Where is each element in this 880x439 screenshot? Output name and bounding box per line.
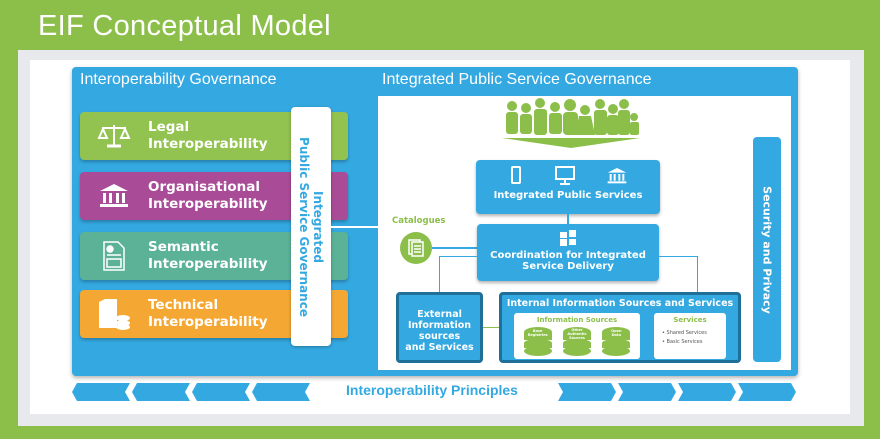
- mobile-icon: [511, 166, 521, 184]
- panel-title: Information Sources: [536, 316, 618, 324]
- security-label: Security and Privacy: [760, 185, 774, 314]
- service-item: • Basic Services: [662, 339, 703, 345]
- layer-subtitle: Interoperability: [148, 196, 268, 212]
- label-line: sources: [418, 331, 461, 342]
- principles-right-arrows: [558, 383, 798, 405]
- server-icon: [80, 298, 148, 330]
- connector-line: [567, 214, 569, 224]
- catalogues-label: Catalogues: [392, 216, 446, 226]
- layer-subtitle: Interoperability: [148, 256, 268, 272]
- computer-icon: [555, 166, 575, 185]
- db-label: Registries: [527, 333, 548, 337]
- puzzle-icon: [560, 230, 576, 246]
- connector-line: [483, 327, 499, 328]
- building-icon: [80, 183, 148, 209]
- document-icon: [80, 241, 148, 271]
- box-label-line1: Coordination for Integrated: [490, 250, 646, 261]
- services-panel: Services • Shared Services • Basic Servi…: [654, 313, 726, 359]
- bar-label-line1: Integrated: [311, 190, 325, 263]
- internal-sources-box: Internal Information Sources and Service…: [499, 292, 741, 363]
- connector-line: [432, 247, 477, 249]
- db-label: Data: [611, 333, 621, 337]
- layer-title: Organisational: [148, 179, 260, 195]
- panel-title: Services: [673, 316, 707, 324]
- interoperability-principles-label: Interoperability Principles: [346, 382, 518, 398]
- box-title: Internal Information Sources and Service…: [506, 298, 734, 309]
- integrated-public-services-box: Integrated Public Services: [476, 160, 660, 214]
- db-label: Base: [532, 329, 543, 333]
- service-label: Shared Services: [666, 330, 707, 336]
- connector-line: [439, 256, 477, 257]
- box-label-line2: Service Delivery: [522, 261, 614, 272]
- service-label: Basic Services: [666, 339, 703, 345]
- connector-line: [331, 226, 378, 228]
- connector-line: [697, 256, 698, 292]
- interoperability-governance-header: Interoperability Governance: [80, 71, 277, 88]
- box-label: Integrated Public Services: [493, 190, 643, 201]
- service-item: • Shared Services: [662, 330, 707, 336]
- layer-title: Technical: [148, 297, 219, 313]
- coordination-box: Coordination for Integrated Service Deli…: [477, 224, 659, 281]
- principles-left-arrows: [72, 383, 312, 405]
- building-icon: [607, 168, 627, 184]
- db-label: Open: [611, 329, 622, 333]
- connector-line: [659, 256, 697, 257]
- layer-subtitle: Interoperability: [148, 314, 268, 330]
- layer-subtitle: Interoperability: [148, 136, 268, 152]
- page-title: EIF Conceptual Model: [38, 10, 331, 42]
- bar-label-line2: Public Service Governance: [297, 136, 311, 317]
- layer-title: Legal: [148, 119, 190, 135]
- layer-title: Semantic: [148, 239, 219, 255]
- catalogues-icon: [400, 232, 432, 264]
- label-line: External: [417, 309, 462, 320]
- people-icon: [500, 98, 642, 154]
- connector-line: [439, 256, 440, 292]
- scales-icon: [80, 123, 148, 149]
- db-label: Authentic: [567, 332, 587, 336]
- security-and-privacy-bar: Security and Privacy: [753, 137, 781, 362]
- db-label: Other: [571, 328, 583, 332]
- label-line: and Services: [405, 342, 474, 353]
- integrated-public-service-governance-header: Integrated Public Service Governance: [382, 71, 652, 88]
- db-label: Sources: [569, 336, 585, 340]
- label-line: Information: [407, 320, 472, 331]
